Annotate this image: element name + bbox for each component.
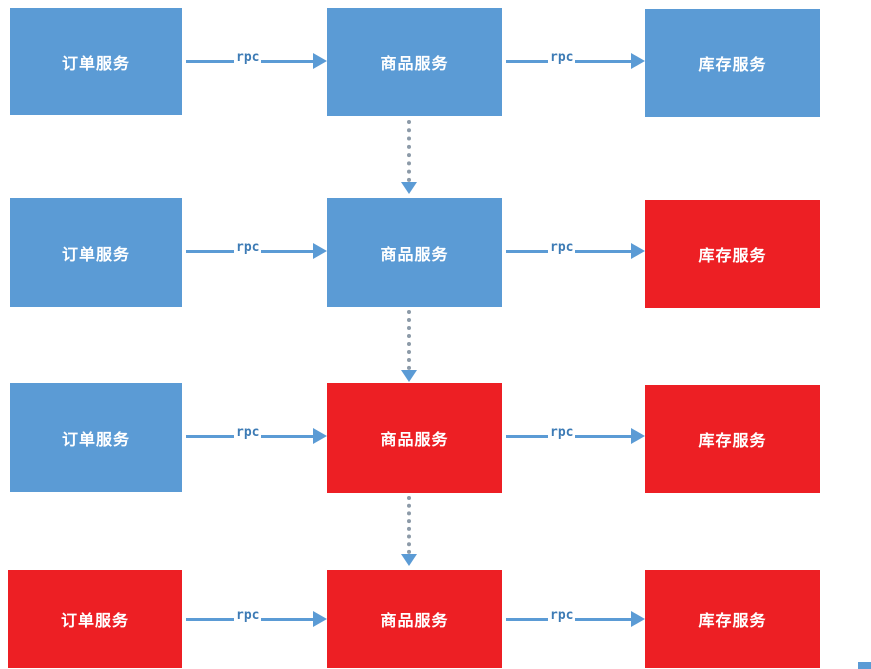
service-node-label: 商品服务 [380, 56, 449, 73]
rpc-connector-product-to-inventory-row1: rpc [506, 49, 645, 72]
rpc-connector-product-to-inventory-row4: rpc [506, 607, 645, 630]
service-node-label: 商品服务 [380, 246, 449, 264]
service-node-inventory-row1[interactable]: 库存服务 [645, 9, 820, 117]
service-node-label: 订单服务 [61, 246, 130, 264]
arrowhead-icon [313, 428, 327, 444]
service-node-label: 订单服务 [61, 431, 130, 449]
rpc-label: rpc [548, 239, 576, 257]
arrowhead-icon [631, 243, 645, 259]
arrowhead-icon [313, 53, 327, 69]
rpc-label: rpc [234, 607, 262, 625]
service-node-label: 商品服务 [380, 432, 449, 449]
arrowhead-down-icon [401, 554, 417, 566]
service-node-order-row3[interactable]: 订单服务 [10, 383, 182, 492]
arrowhead-icon [313, 611, 327, 627]
rpc-connector-order-to-product-row4: rpc [186, 607, 327, 630]
arrowhead-down-icon [401, 182, 417, 194]
rpc-connector-order-to-product-row1: rpc [186, 49, 327, 72]
rpc-label: rpc [548, 49, 576, 67]
service-node-label: 订单服务 [60, 613, 129, 630]
dotted-line [407, 120, 415, 182]
rpc-label: rpc [548, 607, 576, 625]
service-node-inventory-row4[interactable]: 库存服务 [645, 570, 820, 668]
service-node-product-row2[interactable]: 商品服务 [327, 198, 502, 307]
rpc-connector-order-to-product-row2: rpc [186, 239, 327, 262]
arrowhead-icon [631, 53, 645, 69]
service-node-order-row2[interactable]: 订单服务 [10, 198, 182, 307]
progression-arrow-row2-to-row3 [400, 310, 418, 382]
service-node-label: 库存服务 [698, 613, 767, 630]
arrowhead-icon [631, 611, 645, 627]
arrowhead-icon [313, 243, 327, 259]
rpc-connector-product-to-inventory-row2: rpc [506, 239, 645, 262]
service-node-label: 库存服务 [698, 57, 767, 74]
rpc-connector-order-to-product-row3: rpc [186, 424, 327, 447]
arrowhead-down-icon [401, 370, 417, 382]
progression-arrow-row1-to-row2 [400, 120, 418, 194]
rpc-connector-product-to-inventory-row3: rpc [506, 424, 645, 447]
service-node-label: 库存服务 [698, 248, 767, 265]
rpc-label: rpc [548, 424, 576, 442]
dotted-line [407, 496, 415, 554]
corner-marker [858, 662, 871, 669]
service-node-product-row4[interactable]: 商品服务 [327, 570, 502, 668]
service-node-product-row1[interactable]: 商品服务 [327, 8, 502, 116]
service-node-order-row4[interactable]: 订单服务 [8, 570, 182, 668]
dotted-line [407, 310, 415, 370]
rpc-label: rpc [234, 239, 262, 257]
arrowhead-icon [631, 428, 645, 444]
rpc-label: rpc [234, 49, 262, 67]
service-node-label: 订单服务 [61, 55, 130, 73]
progression-arrow-row3-to-row4 [400, 496, 418, 566]
service-node-label: 商品服务 [380, 613, 449, 630]
service-node-product-row3[interactable]: 商品服务 [327, 383, 502, 493]
rpc-label: rpc [234, 424, 262, 442]
service-node-inventory-row2[interactable]: 库存服务 [645, 200, 820, 308]
service-node-order-row1[interactable]: 订单服务 [10, 8, 182, 115]
service-node-label: 库存服务 [698, 433, 767, 450]
service-node-inventory-row3[interactable]: 库存服务 [645, 385, 820, 493]
